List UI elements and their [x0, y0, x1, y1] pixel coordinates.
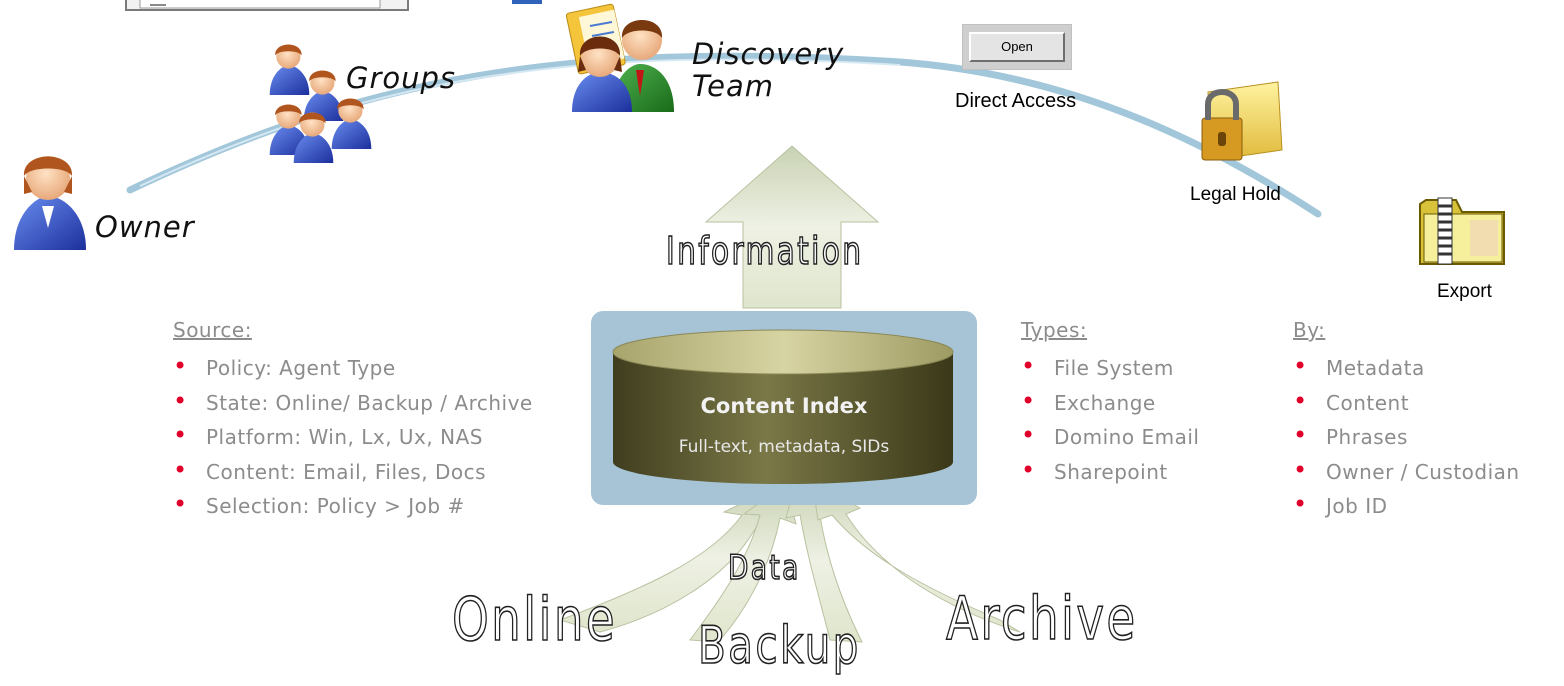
owner-label: Owner [95, 210, 195, 244]
content-index-cylinder [612, 329, 954, 484]
types-list: Types: File System Exchange Domino Email… [1021, 318, 1199, 489]
content-index-subtitle: Full-text, metadata, SIDs [678, 437, 890, 457]
export-zip-folder-icon [1419, 197, 1505, 265]
backup-label: Backup [697, 615, 861, 677]
owner-icon [14, 156, 86, 250]
by-list: By: Metadata Content Phrases Owner / Cus… [1293, 318, 1520, 524]
source-heading: Source: [173, 318, 252, 342]
types-heading: Types: [1021, 318, 1088, 342]
types-item: File System [1021, 349, 1199, 386]
types-item: Exchange [1021, 384, 1199, 421]
source-item: Policy: Agent Type [173, 349, 533, 386]
by-item: Job ID [1293, 487, 1520, 524]
discovery-team-label-line1: Discovery [692, 37, 845, 71]
by-item: Metadata [1293, 349, 1520, 386]
partial-window-graphic [125, 0, 542, 11]
discovery-team-label-line2: Team [692, 68, 774, 103]
groups-icon [269, 44, 372, 163]
content-index-title: Content Index [700, 394, 868, 418]
open-button-frame: Open [962, 24, 1072, 70]
legal-hold-label: Legal Hold [1190, 184, 1281, 205]
discovery-team-label: Discovery Team [692, 37, 845, 103]
legal-hold-lock-icon [1201, 81, 1283, 161]
source-item: Platform: Win, Lx, Ux, NAS [173, 418, 533, 455]
source-item: Content: Email, Files, Docs [173, 453, 533, 490]
groups-label: Groups [346, 61, 457, 95]
by-heading: By: [1293, 318, 1326, 342]
types-item: Domino Email [1021, 418, 1199, 455]
by-item: Content [1293, 384, 1520, 421]
open-button[interactable]: Open [969, 32, 1065, 62]
by-item: Owner / Custodian [1293, 453, 1520, 490]
discovery-team-icon [565, 3, 674, 112]
information-arrow [704, 145, 880, 309]
types-item: Sharepoint [1021, 453, 1199, 490]
source-list: Source: Policy: Agent Type State: Online… [173, 318, 533, 524]
archive-label: Archive [945, 583, 1138, 655]
data-label: Data [727, 547, 801, 589]
information-label: Information [665, 228, 864, 274]
by-item: Phrases [1293, 418, 1520, 455]
source-item: State: Online/ Backup / Archive [173, 384, 533, 421]
online-label: Online [451, 584, 618, 656]
export-label: Export [1437, 281, 1492, 302]
source-item: Selection: Policy > Job # [173, 487, 533, 524]
direct-access-label: Direct Access [955, 90, 1077, 112]
